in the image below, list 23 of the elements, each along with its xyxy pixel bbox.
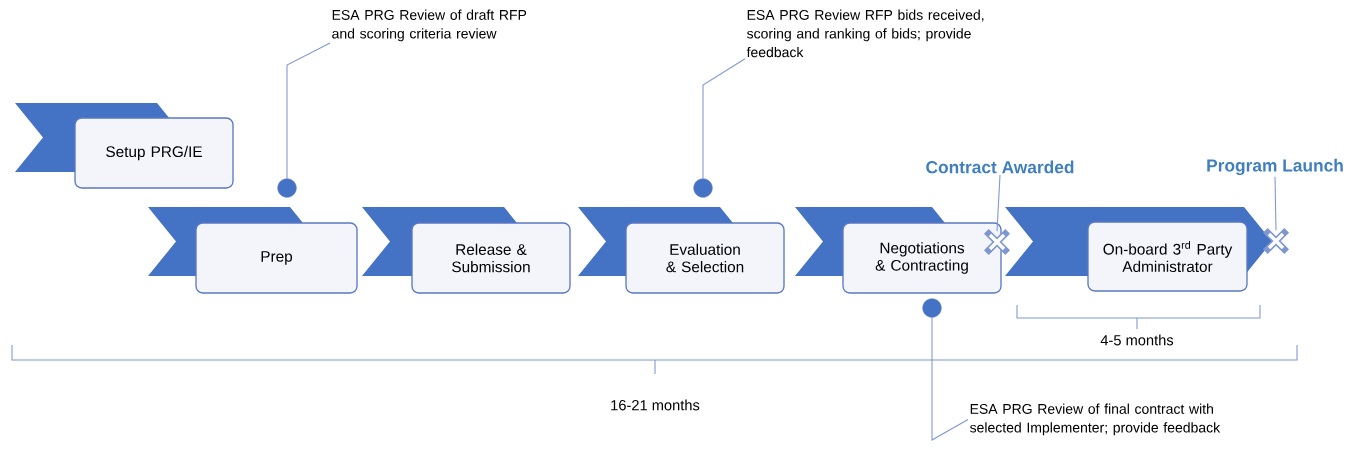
phase-box: Release & Submission xyxy=(362,207,571,294)
milestone-label: Program Launch xyxy=(1207,158,1343,176)
phase-box: Setup PRG/IE xyxy=(15,103,234,189)
callout-text: ESA PRG Review RFP bids received, scoring and ranking of bids; provide feedback xyxy=(746,9,984,58)
callout-text: ESA PRG Review of final contract with selected Implementer; provide feedback xyxy=(970,403,1221,436)
dot xyxy=(693,178,713,198)
phase-box: Evaluation & Selection xyxy=(578,207,785,294)
phase-box: Negotiations & Contracting xyxy=(795,207,1002,294)
leader-line xyxy=(996,174,1001,232)
duration-label: 4-5 months xyxy=(1100,334,1174,346)
cross-mark xyxy=(983,228,1011,256)
phase-box: Prep xyxy=(148,207,358,294)
leader-line xyxy=(1274,176,1277,231)
phase-box: On-board 3$^{rd}$ Party Administrator xyxy=(1005,207,1272,292)
leader-line xyxy=(286,42,331,179)
callout-text: ESA PRG Review of draft RFP and scoring criteria review xyxy=(332,9,527,42)
dot xyxy=(922,298,942,318)
dot xyxy=(277,178,297,198)
duration-label: 16-21 months xyxy=(611,399,700,411)
milestone-label: Contract Awarded xyxy=(926,160,1074,174)
leader-line xyxy=(702,58,746,179)
cross-mark xyxy=(1262,227,1290,255)
leader-line xyxy=(931,317,969,441)
